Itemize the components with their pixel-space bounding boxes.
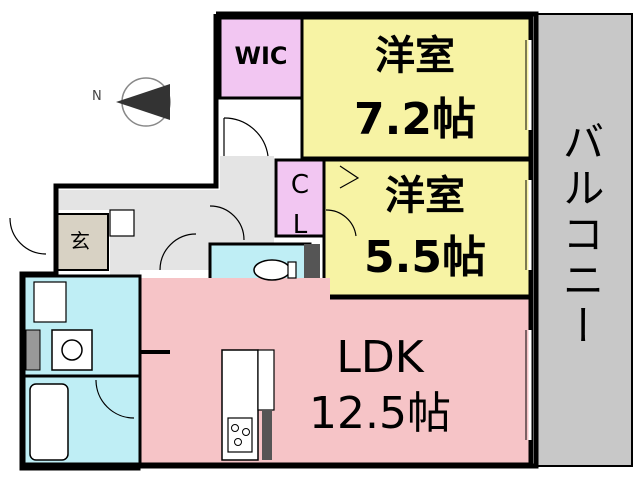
- ldk-upper: [140, 278, 330, 300]
- bedroom2-size: 5.5帖: [364, 232, 486, 283]
- ldk-room: [138, 296, 532, 466]
- ldk-size: 12.5帖: [309, 388, 451, 439]
- door-swing-bedroom2: [325, 209, 357, 237]
- outer-wall: [19, 11, 539, 471]
- balcony-label: バルコニー: [556, 120, 605, 350]
- balcony-area: [531, 13, 633, 467]
- closet-label-c: C: [290, 170, 310, 200]
- bedroom1-size: 7.2帖: [354, 94, 476, 145]
- wic-label: WIC: [234, 42, 288, 70]
- shoe-cabinet: [109, 209, 135, 237]
- door-swing-toilet: [159, 233, 197, 271]
- washbasin-icon: [51, 329, 93, 371]
- ldk-name: LDK: [336, 332, 424, 383]
- hallway: [56, 156, 274, 278]
- bathtub-icon: [29, 383, 69, 461]
- bedroom-1: [300, 16, 532, 160]
- door-swing-bath: [95, 379, 135, 419]
- door-swing-closet: [339, 165, 360, 189]
- entrance-label: 玄: [70, 229, 90, 253]
- entrance-area: [55, 213, 109, 271]
- compass-north-label: N: [92, 89, 102, 104]
- toilet-icon: [253, 259, 291, 281]
- bedroom1-name: 洋室: [375, 33, 455, 79]
- compass-arrow: [116, 84, 170, 120]
- closet-room: [274, 158, 326, 238]
- door-swing-entrance: [9, 217, 47, 255]
- washing-machine-space: [33, 281, 67, 323]
- door-swing-hall: [209, 205, 245, 241]
- door-swing-wic: [223, 117, 269, 157]
- closet-label-l: L: [292, 210, 308, 240]
- bedroom2-name: 洋室: [385, 173, 465, 219]
